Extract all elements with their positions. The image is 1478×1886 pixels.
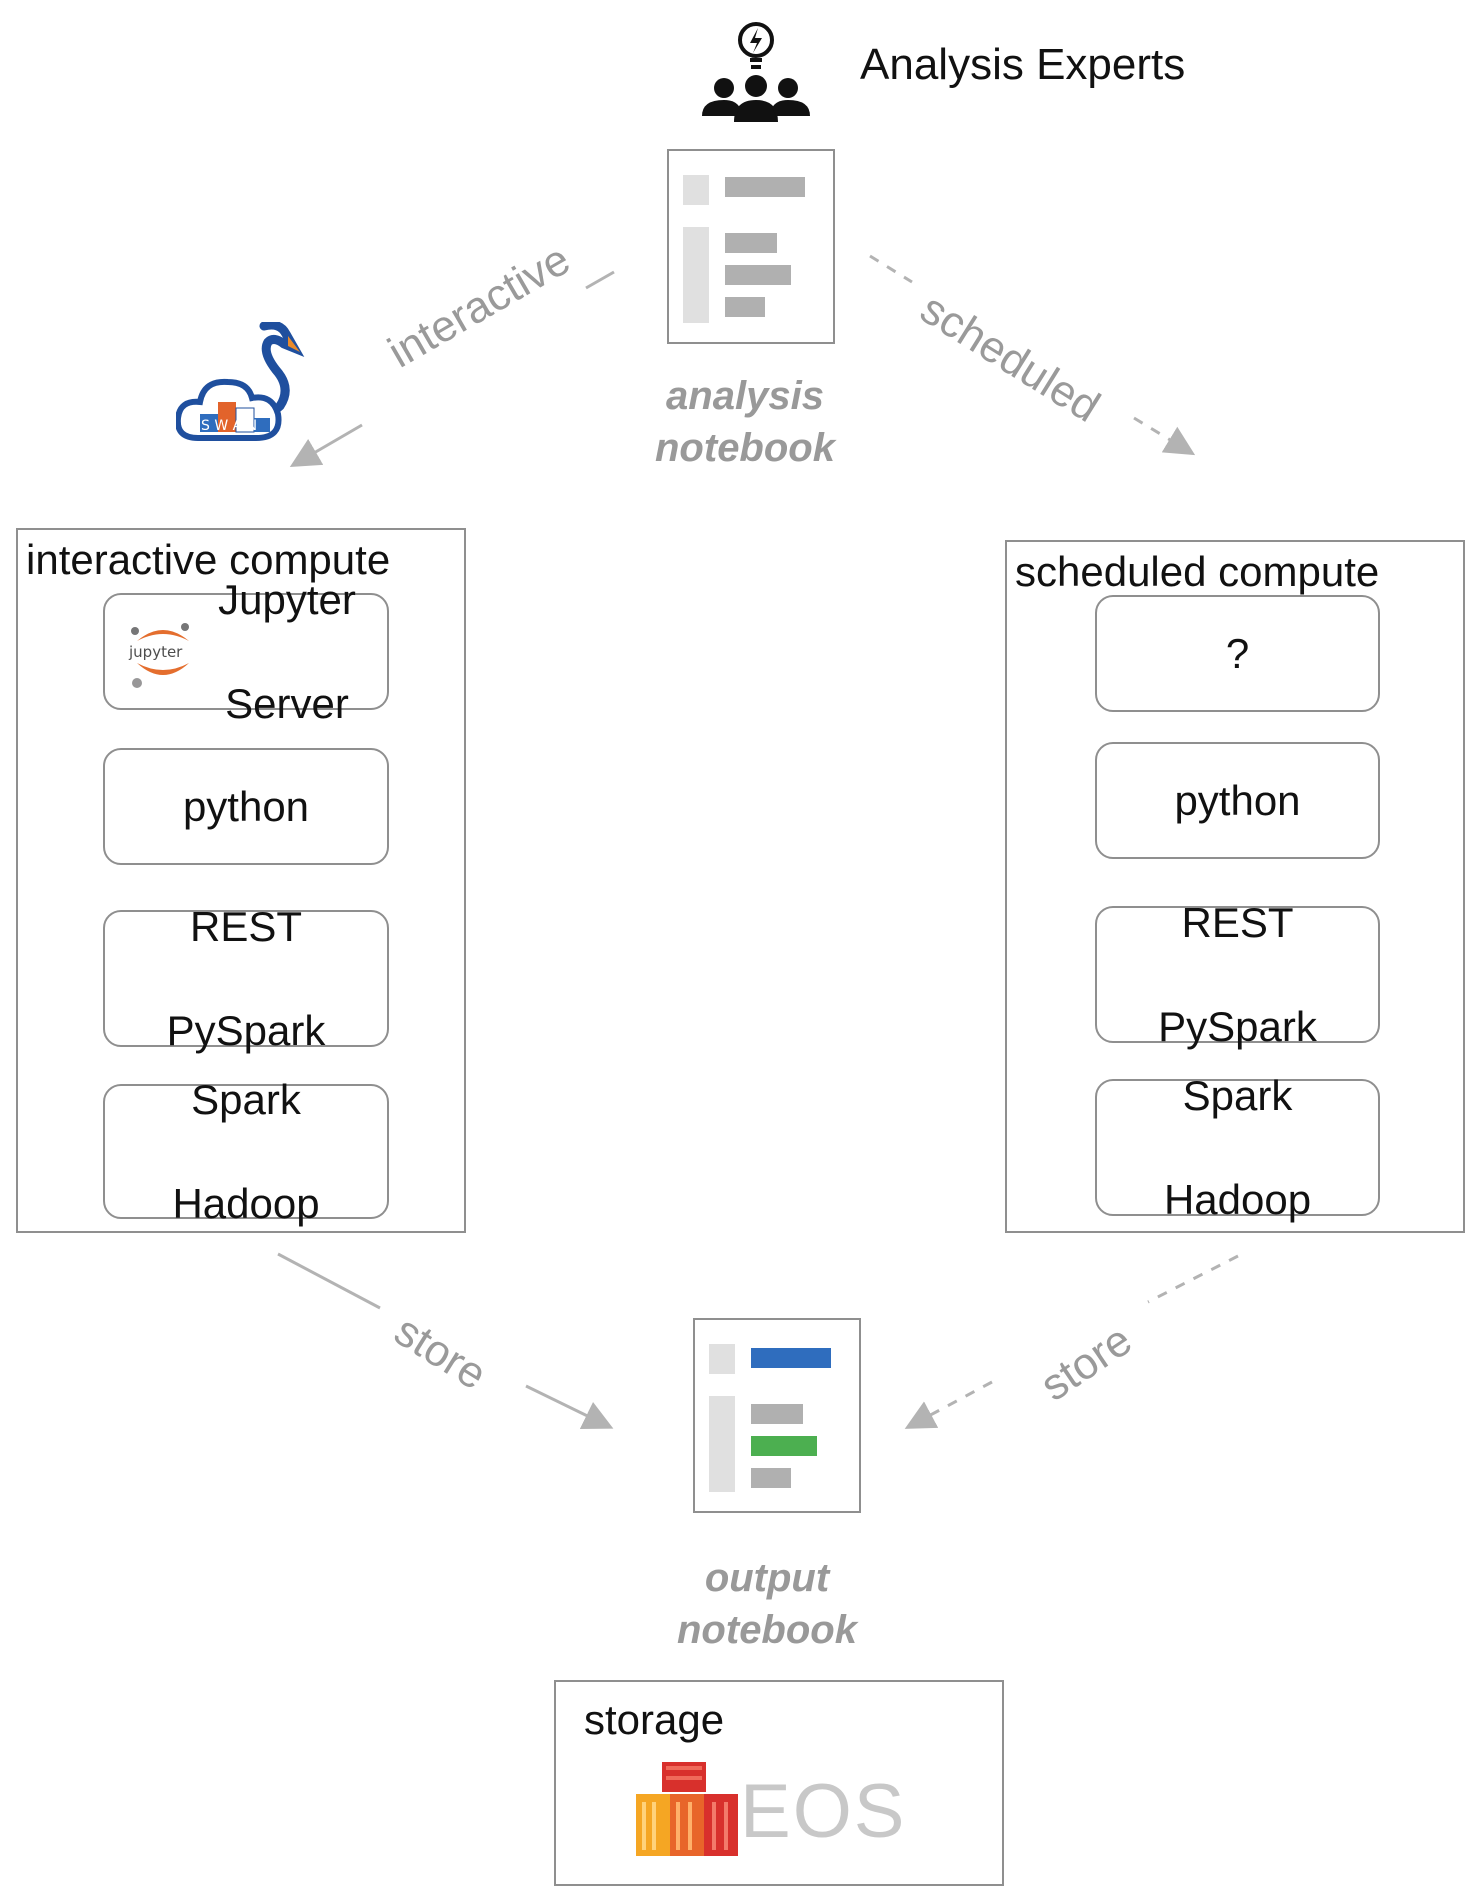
notebook-output-icon [693, 1318, 861, 1513]
interactive-spark-line1: Spark [191, 1075, 301, 1123]
output-notebook-line1: output [704, 1556, 830, 1600]
output-notebook-line2: notebook [677, 1608, 857, 1652]
scheduled-rest-line1: REST [1181, 898, 1294, 946]
scheduled-python-card: python [1095, 742, 1380, 859]
jupyter-server-line2: Server [225, 679, 349, 727]
interactive-rest-line1: REST [189, 902, 302, 950]
jupyter-server-line1: Jupyter [218, 575, 356, 623]
team-idea-icon [702, 22, 810, 122]
interactive-spark-line2: Hadoop [172, 1179, 320, 1227]
swan-logo: S W A N [176, 322, 305, 441]
storage-panel: storage EOS [554, 1680, 1004, 1886]
scheduled-spark-line2: Hadoop [1163, 1175, 1312, 1223]
interactive-python-card: python [103, 748, 389, 865]
edge-store-left-lower [525, 1384, 614, 1429]
edge-interactive-upper [585, 270, 615, 290]
interactive-rest-pyspark-card: REST PySpark [103, 903, 389, 1054]
edge-store-left-upper [277, 1252, 381, 1310]
jupyter-server-label: Jupyter Server [218, 522, 356, 782]
output-notebook-label: output notebook [642, 1552, 892, 1656]
edge-scheduled-lower [1133, 416, 1196, 456]
edge-scheduled-upper [869, 254, 913, 284]
interactive-rest-line2: PySpark [166, 1006, 326, 1054]
analysis-notebook-line2: notebook [655, 426, 835, 470]
jupyter-logo: jupyter [128, 623, 189, 688]
analysis-notebook-line1: analysis [666, 374, 824, 418]
edge-store-right-upper [1147, 1254, 1239, 1304]
notebook-icon [667, 149, 835, 344]
scheduled-spark-hadoop-card: Spark Hadoop [1095, 1072, 1380, 1223]
analysis-notebook-label: analysis notebook [620, 370, 870, 474]
edge-store-right-lower [904, 1380, 993, 1429]
eos-logo-text: EOS [740, 1769, 907, 1854]
scheduled-unknown-card: ? [1095, 595, 1380, 712]
storage-title: storage [584, 1696, 725, 1743]
scheduled-rest-line2: PySpark [1158, 1002, 1317, 1050]
experts-label: Analysis Experts [860, 40, 1186, 89]
swan-logo-text: S W A N [201, 418, 257, 434]
eos-logo-icon [636, 1762, 738, 1856]
scheduled-spark-line1: Spark [1182, 1071, 1293, 1119]
scheduled-compute-title: scheduled compute [1015, 548, 1380, 595]
interactive-compute-title: interactive compute [26, 536, 391, 583]
jupyter-server-card: jupyter Jupyter Server [103, 576, 389, 727]
edge-interactive-lower [289, 423, 363, 468]
scheduled-rest-pyspark-card: REST PySpark [1095, 899, 1380, 1050]
interactive-spark-hadoop-card: Spark Hadoop [103, 1076, 389, 1227]
svg-text:jupyter: jupyter [128, 643, 183, 661]
